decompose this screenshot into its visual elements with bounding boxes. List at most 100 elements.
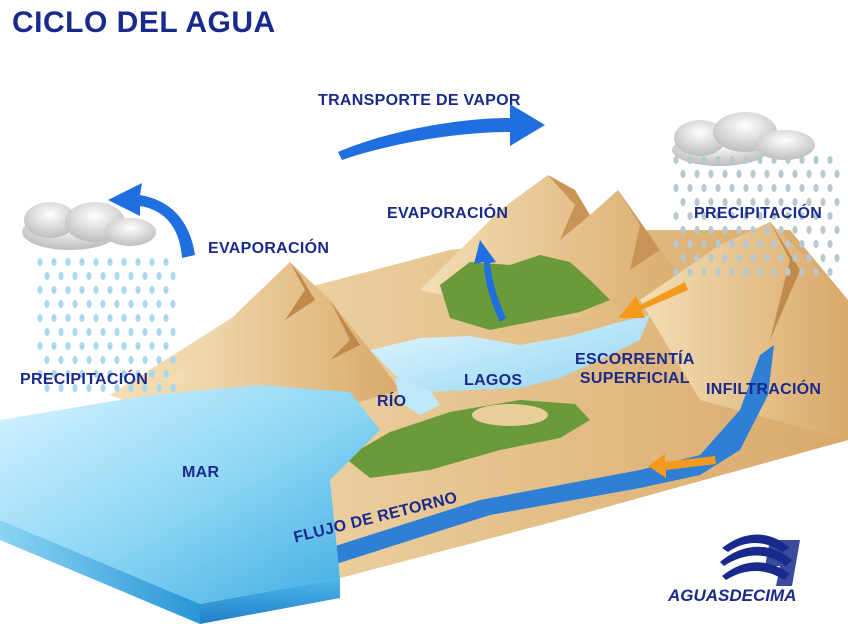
sea-top xyxy=(0,385,380,604)
rain-drop xyxy=(107,314,113,322)
rain-drop xyxy=(729,212,735,220)
cloud-left-icon xyxy=(22,202,156,250)
rain-drop xyxy=(834,198,840,206)
rain-drop xyxy=(743,184,749,192)
mountain-left xyxy=(170,262,400,420)
rain-drop xyxy=(44,328,50,336)
rain-drop xyxy=(93,314,99,322)
rain-drop xyxy=(121,370,127,378)
rain-drop xyxy=(827,212,833,220)
evaporation-left-arrow xyxy=(108,183,195,258)
label-rio: RÍO xyxy=(377,393,407,410)
runoff-arrow xyxy=(618,282,688,318)
rain-drop xyxy=(687,212,693,220)
rain-drop xyxy=(785,268,791,276)
rain-drop xyxy=(65,370,71,378)
rain-drop xyxy=(757,156,763,164)
rain-drop xyxy=(114,328,120,336)
transport-arrow xyxy=(338,104,545,160)
rain-drop xyxy=(771,156,777,164)
rain-drop xyxy=(729,184,735,192)
rain-drop xyxy=(72,272,78,280)
rain-drop xyxy=(135,314,141,322)
rain-drop xyxy=(715,156,721,164)
rain-drop xyxy=(757,268,763,276)
rain-drop xyxy=(715,268,721,276)
rain-drop xyxy=(135,258,141,266)
rain-drop xyxy=(813,184,819,192)
rain-drop xyxy=(736,226,742,234)
rain-drop xyxy=(86,300,92,308)
rain-drop xyxy=(51,258,57,266)
rain-drop xyxy=(149,342,155,350)
label-evaporacion-left: EVAPORACIÓN xyxy=(208,240,330,257)
rain-left-icon xyxy=(37,258,176,392)
rain-drop xyxy=(729,156,735,164)
rain-drop xyxy=(44,300,50,308)
rain-drop xyxy=(72,300,78,308)
rain-drop xyxy=(37,286,43,294)
evaporation-center-arrow xyxy=(474,240,506,322)
rain-drop xyxy=(743,268,749,276)
rain-drop xyxy=(764,254,770,262)
rain-drop xyxy=(778,254,784,262)
rain-drop xyxy=(771,212,777,220)
rain-drop xyxy=(708,170,714,178)
rain-drop xyxy=(100,356,106,364)
rain-drop xyxy=(79,342,85,350)
rain-drop xyxy=(757,240,763,248)
rain-drop xyxy=(722,198,728,206)
label-lagos: LAGOS xyxy=(464,372,523,389)
rain-drop xyxy=(687,184,693,192)
rain-drop xyxy=(778,170,784,178)
rain-drop xyxy=(142,356,148,364)
rain-drop xyxy=(750,226,756,234)
rain-drop xyxy=(107,286,113,294)
rain-drop xyxy=(44,384,50,392)
rain-drop xyxy=(44,356,50,364)
sea-front xyxy=(0,520,200,624)
rain-drop xyxy=(142,272,148,280)
rain-drop xyxy=(72,328,78,336)
rain-drop xyxy=(750,254,756,262)
rain-drop xyxy=(799,240,805,248)
rain-drop xyxy=(673,212,679,220)
rain-drop xyxy=(170,356,176,364)
rain-drop xyxy=(736,170,742,178)
rain-drop xyxy=(827,240,833,248)
rain-drop xyxy=(58,356,64,364)
rain-drop xyxy=(128,300,134,308)
rain-drop xyxy=(785,240,791,248)
aguasdecima-logo-icon xyxy=(720,534,800,586)
rain-drop xyxy=(163,258,169,266)
sea-side xyxy=(200,578,340,624)
rain-drop xyxy=(708,254,714,262)
rain-drop xyxy=(764,226,770,234)
rain-drop xyxy=(694,226,700,234)
rain-drop xyxy=(128,384,134,392)
rain-drop xyxy=(156,384,162,392)
rain-drop xyxy=(834,254,840,262)
rain-drop xyxy=(813,156,819,164)
rain-drop xyxy=(834,226,840,234)
rain-drop xyxy=(701,184,707,192)
rain-drop xyxy=(107,258,113,266)
rain-drop xyxy=(156,300,162,308)
brand-name: AGUASDECIMA xyxy=(668,586,797,605)
rain-drop xyxy=(743,156,749,164)
rain-drop xyxy=(736,254,742,262)
rain-drop xyxy=(58,384,64,392)
river xyxy=(395,378,440,415)
rain-drop xyxy=(58,300,64,308)
rain-drop xyxy=(771,184,777,192)
rain-drop xyxy=(37,258,43,266)
rain-drop xyxy=(806,198,812,206)
rain-right-icon xyxy=(673,156,840,276)
rain-drop xyxy=(142,384,148,392)
rain-drop xyxy=(149,370,155,378)
rain-drop xyxy=(729,268,735,276)
rain-drop xyxy=(701,212,707,220)
rain-drop xyxy=(722,254,728,262)
rain-drop xyxy=(785,184,791,192)
rain-drop xyxy=(149,258,155,266)
